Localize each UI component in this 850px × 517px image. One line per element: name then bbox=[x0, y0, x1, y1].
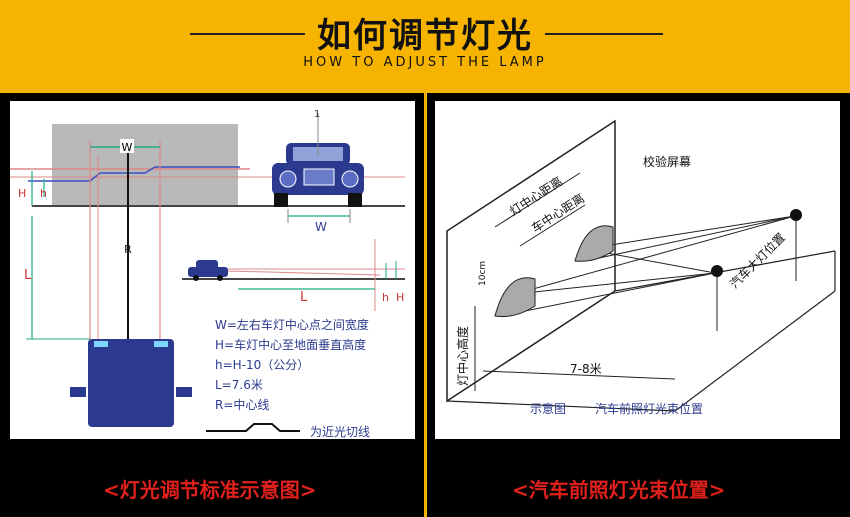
header: 如何调节灯光 HOW TO ADJUST THE LAMP bbox=[0, 0, 850, 84]
test-screen bbox=[52, 124, 238, 206]
left-caption: <灯光调节标准示意图> bbox=[103, 478, 317, 502]
right-beam-spot bbox=[574, 225, 614, 262]
distance-dimension bbox=[482, 370, 676, 380]
cutoff-label: 为近光切线 bbox=[310, 425, 370, 439]
page-subtitle: HOW TO ADJUST THE LAMP bbox=[303, 55, 547, 70]
h-small-label: h bbox=[40, 187, 47, 200]
l-mid-label: L bbox=[300, 290, 308, 305]
cutoff-line-blue bbox=[28, 166, 240, 182]
car-side-view bbox=[188, 260, 228, 281]
legend-item: W=左右车灯中心点之间宽度 bbox=[215, 317, 369, 332]
w-car-label: W bbox=[315, 220, 327, 234]
beam-position-label: 汽车前照灯光束位置 bbox=[595, 401, 703, 416]
car-front-view bbox=[272, 143, 364, 207]
right-headlamp-icon bbox=[790, 209, 802, 221]
page-title: 如何调节灯光 bbox=[317, 16, 533, 56]
title-rule-left bbox=[190, 33, 305, 35]
lamp-height-label: 灯中心高度 bbox=[455, 326, 470, 386]
top-tick-label: 1 bbox=[314, 109, 320, 120]
left-diagram-area: W R H h L bbox=[10, 101, 415, 439]
l-left-label: L bbox=[24, 268, 32, 283]
ten-cm-label: 10cm bbox=[478, 261, 488, 286]
left-headlamp-icon bbox=[711, 265, 723, 277]
h-right-big-label: H bbox=[396, 291, 404, 304]
screen-label: 校验屏幕 bbox=[643, 154, 691, 169]
diagram-title-label: 示意图 bbox=[530, 401, 566, 416]
right-diagram-area: 校验屏幕 灯中心距离 车中心距离 10cm 灯中心高度 汽车大灯位置 7-8米 … bbox=[435, 101, 840, 439]
legend-item: H=车灯中心至地面垂直高度 bbox=[215, 337, 366, 352]
left-beam-spot bbox=[494, 277, 536, 317]
legend-item: L=7.6米 bbox=[215, 378, 263, 392]
w-top-label: W bbox=[122, 141, 133, 154]
left-panel: W R H h L bbox=[0, 93, 424, 517]
legend-item: h=H-10（公分） bbox=[215, 358, 309, 372]
legend-item: R=中心线 bbox=[215, 397, 269, 412]
legend: W=左右车灯中心点之间宽度 H=车灯中心至地面垂直高度 h=H-10（公分） L… bbox=[215, 317, 369, 412]
adjustment-diagram: W R H h L bbox=[10, 109, 405, 439]
r-label: R bbox=[124, 243, 132, 256]
right-caption: <汽车前照灯光束位置> bbox=[512, 478, 726, 502]
beam-position-diagram: 校验屏幕 灯中心距离 车中心距离 10cm 灯中心高度 汽车大灯位置 7-8米 … bbox=[446, 119, 836, 416]
right-panel: 校验屏幕 灯中心距离 车中心距离 10cm 灯中心高度 汽车大灯位置 7-8米 … bbox=[427, 93, 850, 517]
title-rule-right bbox=[545, 33, 663, 35]
h-big-label: H bbox=[18, 187, 26, 200]
h-right-small-label: h bbox=[382, 291, 389, 304]
distance-label: 7-8米 bbox=[570, 362, 602, 376]
cutoff-line-sample bbox=[206, 423, 300, 432]
headlamp-position-label: 汽车大灯位置 bbox=[727, 230, 789, 292]
car-rear-view bbox=[70, 339, 192, 427]
